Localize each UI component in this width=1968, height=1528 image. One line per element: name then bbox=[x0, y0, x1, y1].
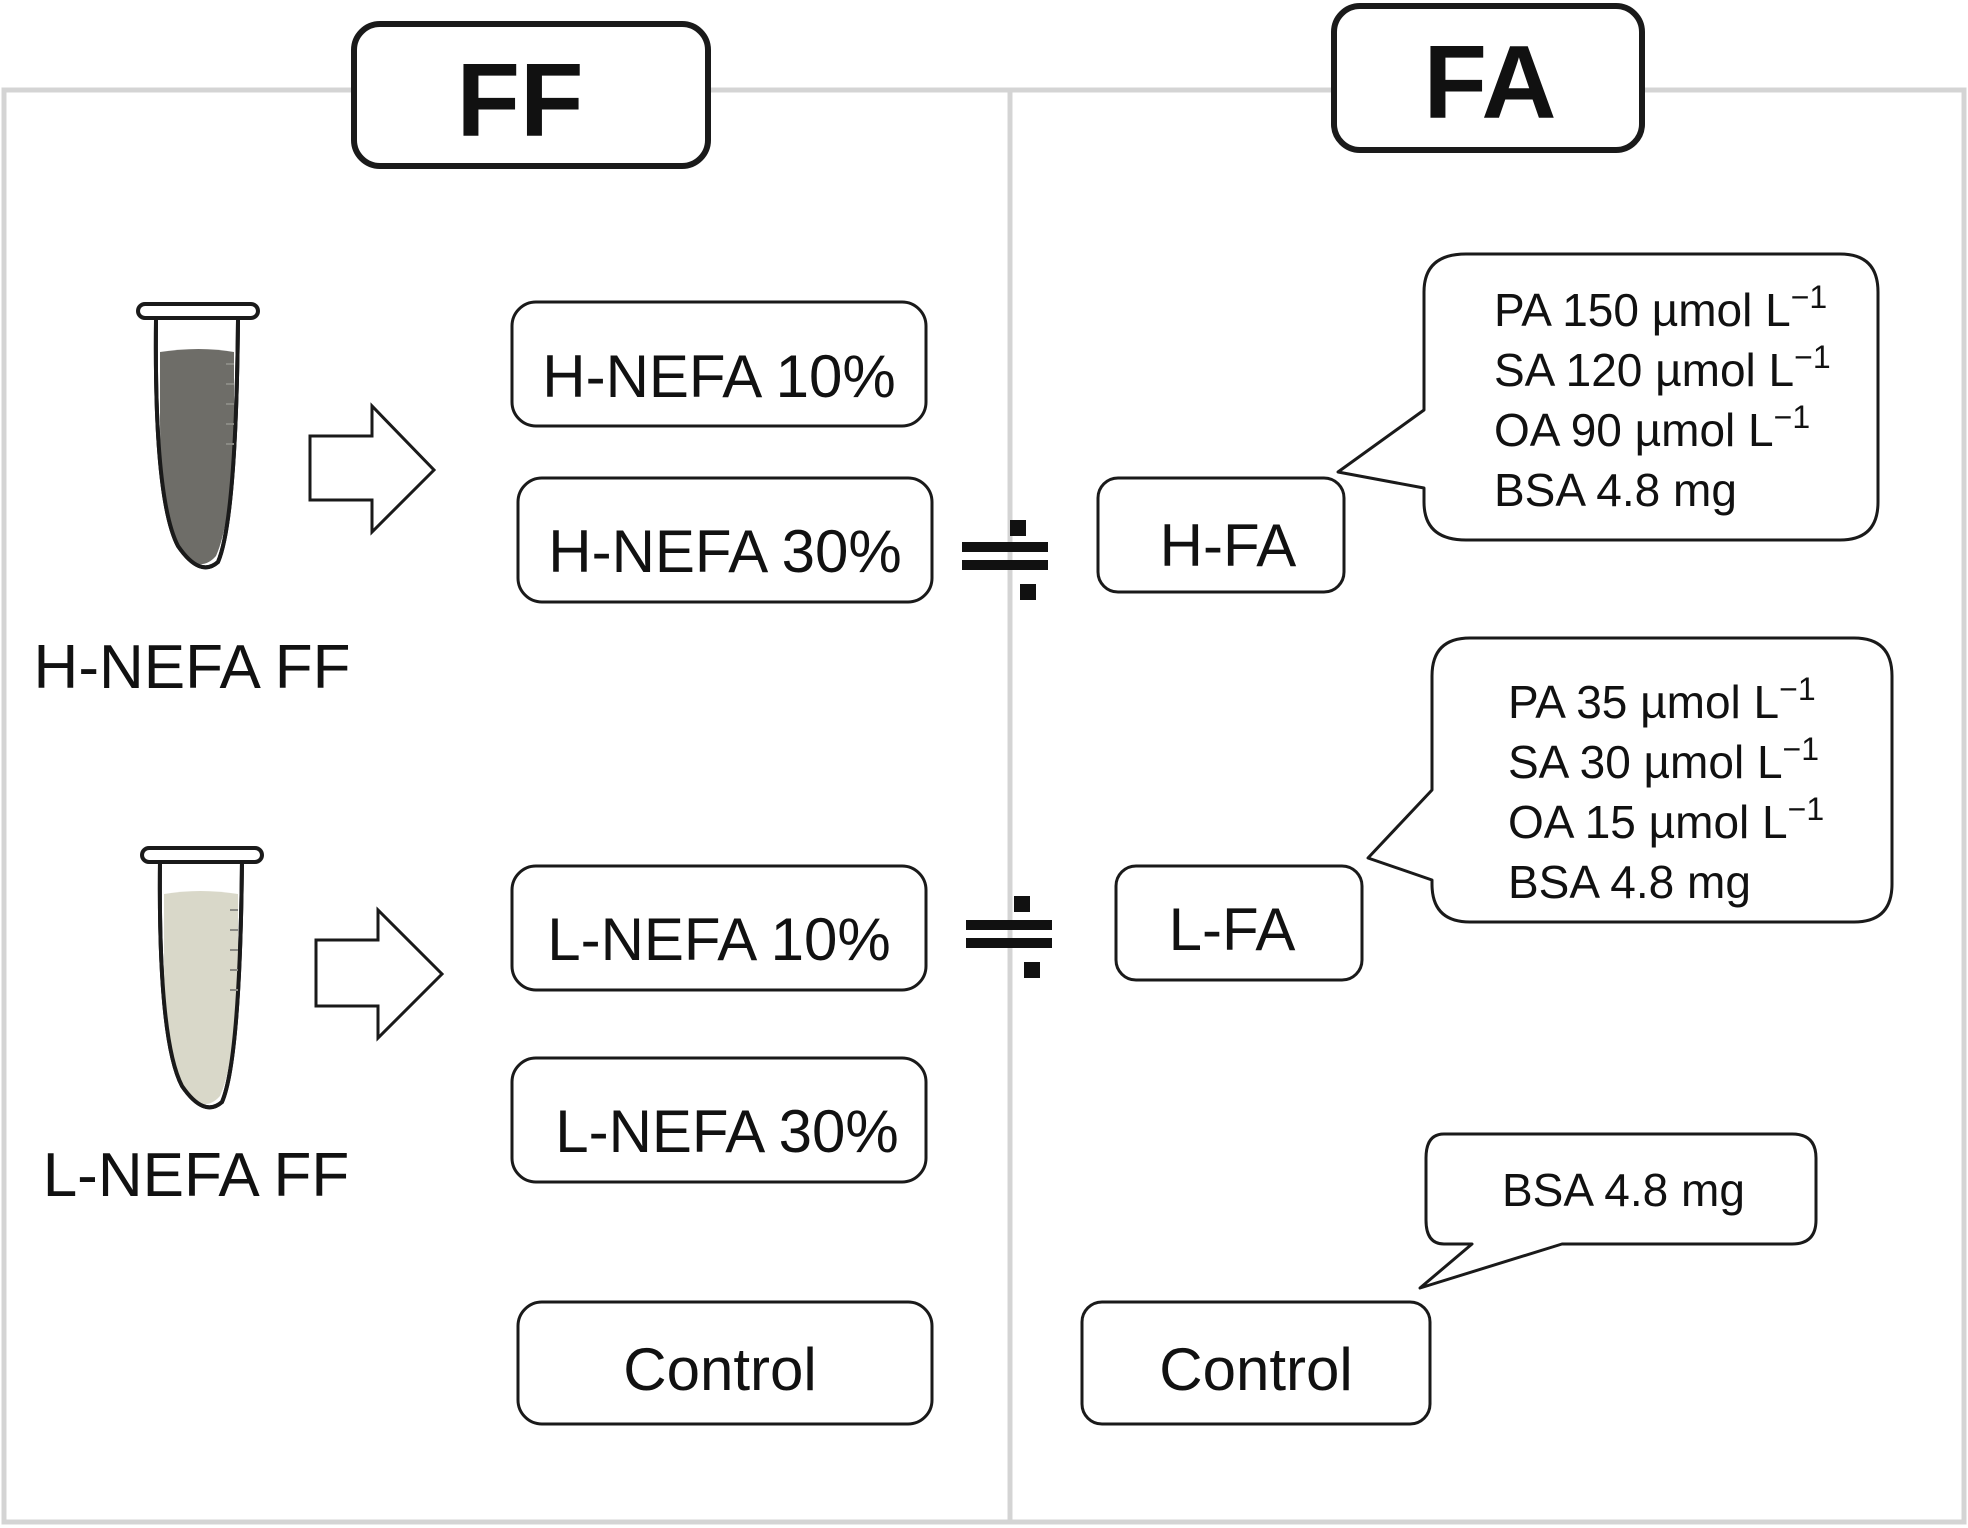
fa-header-label: FA bbox=[1424, 25, 1557, 141]
bubble-l-fa: PA 35 µmol L−1SA 30 µmol L−1OA 15 µmol L… bbox=[1366, 636, 1894, 924]
bubble-hfa-line-2-superscript: −1 bbox=[1794, 339, 1830, 375]
high-nefa-tube-icon bbox=[136, 302, 260, 570]
fa-header: FA bbox=[1331, 3, 1645, 153]
bubble-hfa-line-4: BSA 4.8 mg bbox=[1494, 464, 1737, 516]
approx-equal-icon-high bbox=[962, 520, 1048, 600]
low-nefa-tube-icon bbox=[140, 846, 264, 1110]
ff-group-h-nefa-30: H-NEFA 30% bbox=[516, 476, 934, 604]
ff-group-l-nefa-30: L-NEFA 30% bbox=[510, 1056, 928, 1184]
bubble-lfa-line-3: OA 15 µmol L−1 bbox=[1508, 791, 1824, 848]
high-nefa-tube-fill bbox=[160, 349, 234, 565]
svg-text:H-FA: H-FA bbox=[1160, 512, 1297, 579]
ff-group-control: Control bbox=[516, 1300, 934, 1426]
svg-text:H-NEFA 30%: H-NEFA 30% bbox=[548, 518, 901, 585]
svg-text:L-FA: L-FA bbox=[1169, 896, 1296, 963]
high-arrow-icon bbox=[308, 402, 437, 536]
bubble-h-fa-lines: PA 150 µmol L−1SA 120 µmol L−1OA 90 µmol… bbox=[1494, 279, 1831, 516]
bubble-hfa-line-1-superscript: −1 bbox=[1791, 279, 1827, 315]
ff-group-l-nefa-10: L-NEFA 10% bbox=[510, 864, 928, 992]
svg-text:L-NEFA 30%: L-NEFA 30% bbox=[555, 1098, 899, 1165]
bubble-lfa-line-3-superscript: −1 bbox=[1788, 791, 1824, 827]
low-arrow-icon bbox=[314, 906, 445, 1042]
ff-header: FF bbox=[351, 21, 711, 169]
bubble-hfa-line-2: SA 120 µmol L−1 bbox=[1494, 339, 1831, 396]
fa-group-control: Control bbox=[1080, 1300, 1432, 1426]
bubble-hfa-line-1: PA 150 µmol L−1 bbox=[1494, 279, 1827, 336]
bubble-h-fa: PA 150 µmol L−1SA 120 µmol L−1OA 90 µmol… bbox=[1336, 252, 1880, 542]
bubble-control-lines: BSA 4.8 mg bbox=[1502, 1164, 1745, 1216]
ff-group-h-nefa-10: H-NEFA 10% bbox=[510, 300, 928, 428]
bubble-control-line-1: BSA 4.8 mg bbox=[1502, 1164, 1745, 1216]
bubble-l-fa-lines: PA 35 µmol L−1SA 30 µmol L−1OA 15 µmol L… bbox=[1508, 671, 1824, 908]
fa-group-l-fa: L-FA bbox=[1114, 864, 1364, 982]
high-nefa-ff-label: H-NEFA FF bbox=[34, 633, 351, 702]
bubble-lfa-line-1: PA 35 µmol L−1 bbox=[1508, 671, 1816, 728]
bubble-lfa-line-1-superscript: −1 bbox=[1779, 671, 1815, 707]
bubble-hfa-line-3: OA 90 µmol L−1 bbox=[1494, 399, 1810, 456]
fa-group-h-fa: H-FA bbox=[1096, 476, 1346, 594]
bubble-lfa-line-4: BSA 4.8 mg bbox=[1508, 856, 1751, 908]
svg-text:Control: Control bbox=[1159, 1336, 1352, 1403]
svg-text:H-NEFA 10%: H-NEFA 10% bbox=[542, 343, 895, 410]
approx-equal-icon-low bbox=[966, 896, 1052, 978]
ff-header-label: FF bbox=[456, 43, 583, 159]
bubble-hfa-line-3-superscript: −1 bbox=[1774, 399, 1810, 435]
svg-text:Control: Control bbox=[623, 1336, 816, 1403]
svg-text:L-NEFA 10%: L-NEFA 10% bbox=[547, 906, 891, 973]
bubble-lfa-line-2-superscript: −1 bbox=[1783, 731, 1819, 767]
low-nefa-ff-label: L-NEFA FF bbox=[43, 1141, 350, 1210]
bubble-control: BSA 4.8 mg bbox=[1418, 1132, 1818, 1290]
bubble-lfa-line-2: SA 30 µmol L−1 bbox=[1508, 731, 1819, 788]
low-nefa-tube-fill bbox=[164, 891, 238, 1105]
